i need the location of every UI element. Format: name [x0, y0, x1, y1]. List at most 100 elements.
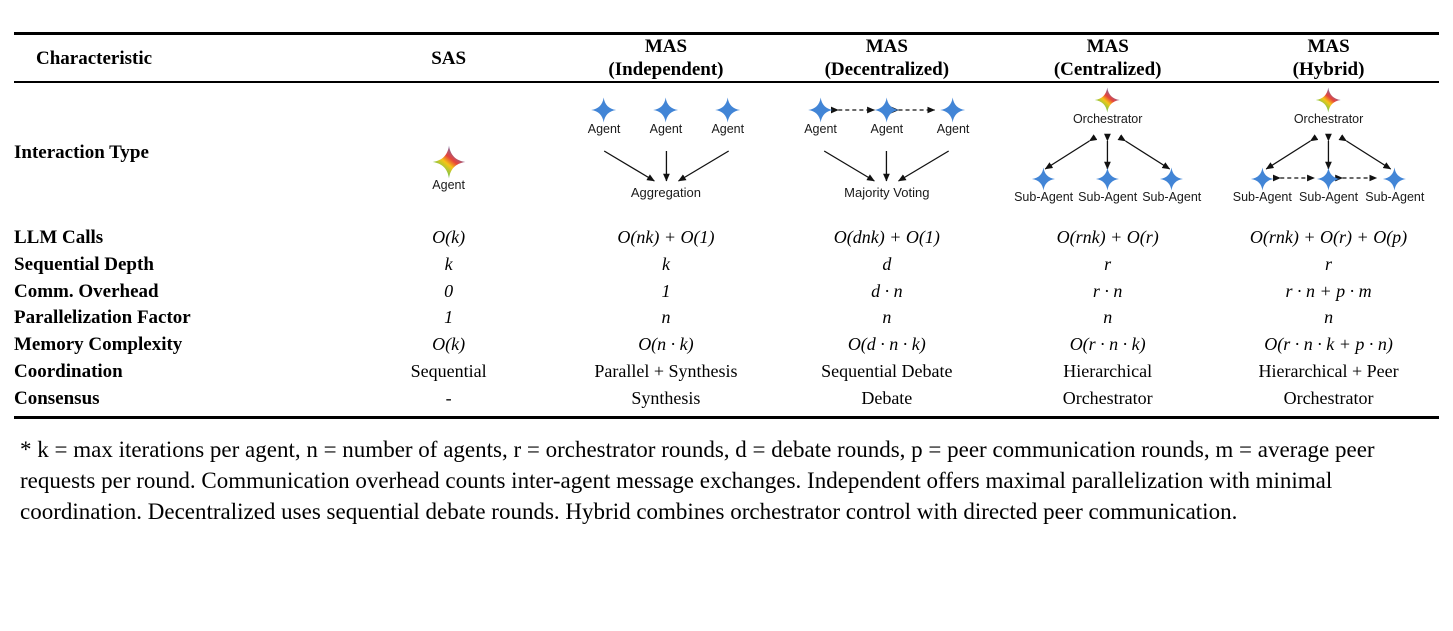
table-top-rule	[14, 32, 1439, 35]
cell-consensus-mas-independent: Synthesis	[631, 387, 701, 408]
column-header-mas-centralized: MAS (Centralized)	[1053, 36, 1162, 81]
agent-sparkle-blue-icon	[1317, 167, 1341, 191]
cell-memory-complexity-mas-hybrid: O(r · n · k + p · n)	[1264, 334, 1393, 355]
cell-llm-calls-mas-independent: O(nk) + O(1)	[617, 227, 715, 248]
cell-coordination-mas-independent: Parallel + Synthesis	[594, 360, 738, 381]
agent-sparkle-blue-icon	[591, 97, 617, 123]
cell-llm-calls-mas-hybrid: O(rnk) + O(r) + O(p)	[1249, 227, 1408, 248]
arrow-agent3-to-voting	[898, 150, 950, 182]
cell-llm-calls-sas: O(k)	[432, 227, 466, 248]
cell-sequential-depth-mas-centralized: r	[1104, 253, 1112, 274]
table-footnote: * k = max iterations per agent, n = numb…	[20, 436, 1375, 524]
cell-comm-overhead-mas-independent: 1	[661, 280, 671, 301]
row-label-parallelization-factor: Parallelization Factor	[14, 307, 191, 329]
table-row-parallelization-factor: Parallelization Factor 1 n n n n	[14, 305, 1439, 332]
cell-coordination-mas-centralized: Hierarchical	[1063, 360, 1153, 381]
diagram-cell-mas-hybrid: Orchestrator Sub-Agent Sub	[1218, 83, 1439, 225]
diagram-cell-mas-decentralized: Agent Agent Agent	[776, 83, 997, 225]
cell-memory-complexity-mas-decentralized: O(d · n · k)	[847, 334, 926, 355]
header-row: Characteristic SAS MAS (Independent) MAS…	[14, 35, 1439, 81]
node-orchestrator: Orchestrator	[1073, 87, 1142, 126]
cell-sequential-depth-sas: k	[444, 253, 453, 274]
node-subagent-2: Sub-Agent	[1078, 167, 1137, 204]
row-label-consensus: Consensus	[14, 387, 100, 409]
header-bottom-rule	[14, 81, 1439, 83]
node-agent: Agent	[432, 145, 466, 192]
diagram-mas-centralized: Orchestrator Sub-Agent Sub	[997, 87, 1218, 217]
table-header: Characteristic SAS MAS (Independent) MAS…	[14, 35, 1439, 83]
node-aggregation: Aggregation	[630, 184, 701, 200]
agent-sparkle-blue-icon	[1383, 167, 1407, 191]
agent-sparkle-blue-icon	[653, 97, 679, 123]
diagram-mas-hybrid: Orchestrator Sub-Agent Sub	[1218, 87, 1439, 217]
diagram-cell-sas: Agent	[342, 83, 556, 225]
cell-llm-calls-mas-centralized: O(rnk) + O(r)	[1056, 227, 1159, 248]
arrow-layer-centralized	[1045, 133, 1171, 170]
agent-sparkle-blue-icon	[1160, 167, 1184, 191]
cell-parallelization-factor-mas-hybrid: n	[1324, 307, 1334, 328]
table-body: Interaction Type	[14, 83, 1439, 412]
cell-parallelization-factor-mas-independent: n	[661, 307, 671, 328]
node-majority-voting: Majority Voting	[844, 184, 930, 200]
cell-llm-calls-mas-decentralized: O(dnk) + O(1)	[833, 227, 940, 248]
table-row-consensus: Consensus - Synthesis Debate Orchestrato…	[14, 385, 1439, 412]
arrow-orchestrator-subagent1	[1265, 133, 1319, 170]
node-agent-1: Agent	[588, 97, 620, 136]
cell-parallelization-factor-sas: 1	[444, 307, 454, 328]
arrow-orchestrator-subagent3	[1117, 133, 1171, 170]
node-subagent-3: Sub-Agent	[1365, 167, 1424, 204]
cell-consensus-mas-decentralized: Debate	[861, 387, 913, 408]
cell-sequential-depth-mas-hybrid: r	[1325, 253, 1333, 274]
diagram-mas-decentralized: Agent Agent Agent	[776, 89, 997, 217]
cell-coordination-sas: Sequential	[410, 360, 487, 381]
row-label-comm-overhead: Comm. Overhead	[14, 280, 159, 302]
cell-comm-overhead-mas-centralized: r · n	[1092, 280, 1123, 301]
arrow-orchestrator-subagent1	[1045, 133, 1098, 170]
table-row-interaction-type: Interaction Type	[14, 83, 1439, 225]
node-subagent-1: Sub-Agent	[1233, 167, 1292, 204]
agent-sparkle-blue-icon	[940, 97, 966, 123]
cell-consensus-mas-hybrid: Orchestrator	[1283, 387, 1374, 408]
cell-sequential-depth-mas-decentralized: d	[882, 253, 892, 274]
table-bottom-rule	[14, 415, 1439, 419]
cell-memory-complexity-mas-independent: O(n · k)	[638, 334, 694, 355]
node-agent-2: Agent	[650, 97, 682, 136]
column-header-mas-decentralized: MAS (Decentralized)	[824, 36, 950, 81]
cell-parallelization-factor-mas-centralized: n	[1103, 307, 1113, 328]
cell-comm-overhead-sas: 0	[444, 280, 454, 301]
node-orchestrator: Orchestrator	[1294, 87, 1363, 126]
diagram-cell-mas-centralized: Orchestrator Sub-Agent Sub	[997, 83, 1218, 225]
diagram-cell-mas-independent: Agent Agent Agent	[556, 83, 777, 225]
row-label-coordination: Coordination	[14, 360, 123, 382]
node-subagent-2: Sub-Agent	[1299, 167, 1358, 204]
cell-memory-complexity-sas: O(k)	[432, 334, 466, 355]
column-header-characteristic: Characteristic	[36, 47, 153, 69]
table-row-memory-complexity: Memory Complexity O(k) O(n · k) O(d · n …	[14, 332, 1439, 359]
arrow-layer-independent	[603, 150, 729, 182]
table-row-coordination: Coordination Sequential Parallel + Synth…	[14, 358, 1439, 385]
arrow-orchestrator-subagent3	[1338, 133, 1392, 170]
table-figure-page: Characteristic SAS MAS (Independent) MAS…	[0, 32, 1453, 631]
cell-consensus-sas: -	[445, 387, 452, 408]
cell-consensus-mas-centralized: Orchestrator	[1062, 387, 1153, 408]
agent-sparkle-blue-icon	[874, 97, 900, 123]
node-subagent-1: Sub-Agent	[1014, 167, 1073, 204]
cell-parallelization-factor-mas-decentralized: n	[882, 307, 892, 328]
agent-sparkle-blue-icon	[808, 97, 834, 123]
cell-memory-complexity-mas-centralized: O(r · n · k)	[1069, 334, 1146, 355]
agent-sparkle-blue-icon	[715, 97, 741, 123]
row-label-interaction-type: Interaction Type	[14, 141, 149, 163]
node-agent-2: Agent	[870, 97, 903, 136]
table-row-comm-overhead: Comm. Overhead 0 1 d · n r · n r · n + p…	[14, 278, 1439, 305]
node-agent-1: Agent	[804, 97, 837, 136]
node-agent-3: Agent	[711, 97, 744, 136]
cell-sequential-depth-mas-independent: k	[661, 253, 670, 274]
row-label-sequential-depth: Sequential Depth	[14, 253, 154, 275]
cell-coordination-mas-decentralized: Sequential Debate	[821, 360, 953, 381]
arrow-agent1-to-voting	[824, 150, 876, 182]
agent-sparkle-blue-icon	[1032, 167, 1056, 191]
orchestrator-sparkle-rainbow-icon	[1095, 87, 1121, 113]
orchestrator-sparkle-rainbow-icon	[1316, 87, 1342, 113]
agent-sparkle-rainbow-icon	[432, 145, 465, 179]
column-header-mas-independent: MAS (Independent)	[608, 36, 724, 81]
